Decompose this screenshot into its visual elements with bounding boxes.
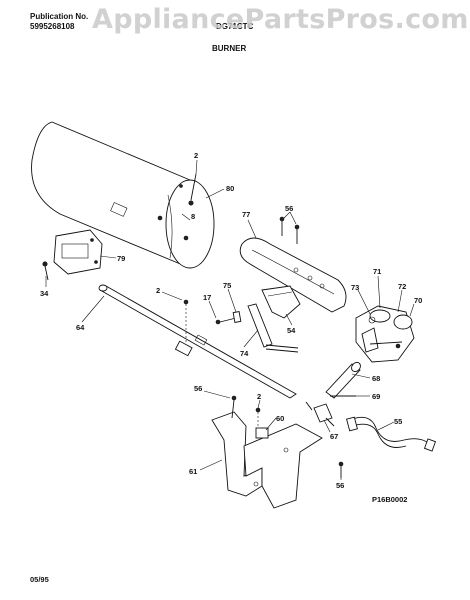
callout-label: 56 xyxy=(285,204,293,213)
callout-label: 8 xyxy=(191,212,195,221)
callout-label: 17 xyxy=(203,293,211,302)
publication-label: Publication No. xyxy=(30,12,89,21)
watermark-text: AppliancePartsPros.com xyxy=(92,4,469,35)
screw-part xyxy=(255,407,269,439)
wire-harness-part xyxy=(346,416,437,452)
callout-label: 73 xyxy=(351,283,359,292)
figure-code: P16B0002 xyxy=(372,495,407,504)
support-pipe-part xyxy=(98,284,297,399)
callout-label: 2 xyxy=(257,392,261,401)
callout-label: 69 xyxy=(372,392,380,401)
callout-label: 68 xyxy=(372,374,380,383)
sensor-bracket-part xyxy=(261,285,301,319)
screw-part xyxy=(338,461,344,478)
callout-label: 74 xyxy=(240,349,249,358)
callout-label: 72 xyxy=(398,282,406,291)
screw-part xyxy=(188,173,197,206)
callout-label: 56 xyxy=(336,481,344,490)
callout-label: 55 xyxy=(394,417,402,426)
callout-label: 54 xyxy=(287,326,296,335)
callout-label: 2 xyxy=(194,151,198,160)
drum-part xyxy=(31,121,215,269)
screw-part xyxy=(183,299,189,344)
screw-part xyxy=(42,261,49,281)
callout-label: 2 xyxy=(156,286,160,295)
callout-label: 80 xyxy=(226,184,234,193)
callout-label: 67 xyxy=(330,432,338,441)
callout-labels: 2 80 8 77 56 79 34 2 17 75 54 73 71 72 7… xyxy=(40,151,422,504)
leader-lines xyxy=(45,159,415,480)
burner-tube-part xyxy=(239,237,347,313)
callout-label: 64 xyxy=(76,323,85,332)
gas-valve-part xyxy=(355,305,415,363)
bracket-part xyxy=(53,229,103,275)
ignitor-part xyxy=(215,303,299,353)
screw-part xyxy=(279,216,300,244)
callout-label: 75 xyxy=(223,281,231,290)
section-title: BURNER xyxy=(212,44,247,53)
model-number: DG71CTC xyxy=(216,22,254,31)
callout-label: 71 xyxy=(373,267,381,276)
publication-number: 5995268108 xyxy=(30,22,75,31)
callout-label: 70 xyxy=(414,296,422,305)
callout-label: 56 xyxy=(194,384,202,393)
callout-label: 34 xyxy=(40,289,49,298)
burner-bracket-part xyxy=(211,395,323,509)
flame-sensor-part xyxy=(305,401,335,427)
footer-date: 05/95 xyxy=(30,575,49,584)
callout-label: 77 xyxy=(242,210,250,219)
manifold-pipe-part xyxy=(325,361,361,399)
callout-label: 79 xyxy=(117,254,125,263)
callout-label: 60 xyxy=(276,414,284,423)
callout-label: 61 xyxy=(189,467,197,476)
